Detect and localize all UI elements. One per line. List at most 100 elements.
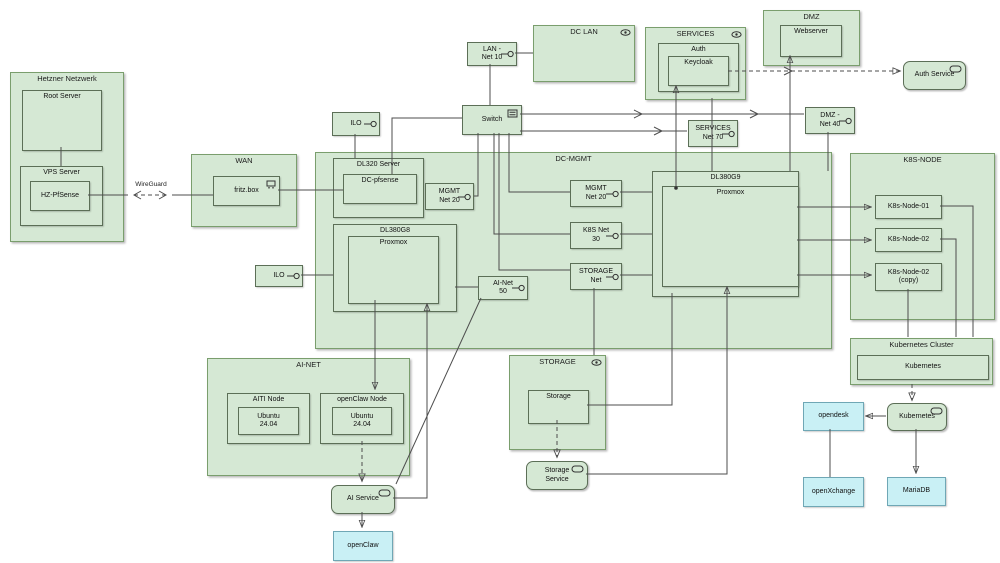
node-label: K8S Net 30 — [582, 227, 610, 243]
eye-icon — [620, 29, 631, 36]
container-title: Hetzner Netzwerk — [37, 74, 97, 83]
node-ilo-dl320[interactable]: ILO — [332, 112, 380, 136]
node-label: DC-pfsense — [361, 177, 399, 184]
node-ai-service[interactable]: AI Service — [331, 485, 395, 514]
node-label: Auth Service — [914, 71, 955, 79]
service-icon — [949, 65, 962, 73]
node-label: openClaw — [347, 541, 379, 549]
node-label: AI Service — [347, 495, 379, 503]
container-dc-lan[interactable]: DC LAN — [533, 25, 635, 82]
node-label: SERVICES Net 70 — [695, 125, 731, 141]
container-title: Kubernetes Cluster — [889, 340, 954, 349]
node-label: LAN - Net 10 — [481, 45, 503, 61]
node-label: Auth — [691, 46, 706, 53]
node-label: Proxmox — [379, 239, 408, 246]
node-label: K8s-Node-02 — [887, 235, 930, 243]
node-label: Kubernetes — [899, 412, 935, 420]
node-k8s-node-02[interactable]: K8s-Node-02 — [875, 228, 942, 252]
node-label: Ubuntu 24.04 — [257, 412, 280, 428]
node-label: Storage Service — [544, 467, 570, 483]
node-label: DMZ - Net 40 — [819, 112, 841, 128]
node-dc-pfsense[interactable]: DC-pfsense — [343, 174, 417, 204]
node-auth-service[interactable]: Auth Service — [903, 61, 966, 90]
node-label: Switch — [481, 115, 503, 123]
node-label: opendesk — [818, 412, 849, 420]
key-icon — [364, 120, 377, 129]
key-icon — [606, 272, 619, 281]
node-hz-pfsense[interactable]: HZ-PfSense — [30, 181, 90, 211]
key-icon — [606, 231, 619, 240]
container-title: DMZ — [803, 12, 820, 21]
key-icon — [287, 272, 300, 281]
router-icon — [266, 180, 276, 189]
node-opendesk[interactable]: opendesk — [803, 402, 864, 431]
node-webserver[interactable]: Webserver — [780, 25, 842, 57]
node-kubernetes-service[interactable]: Kubernetes — [887, 403, 947, 431]
container-title: SERVICES — [676, 29, 715, 38]
node-mgmt-net-20-left[interactable]: MGMT Net 20 — [425, 183, 474, 210]
service-icon — [930, 407, 943, 415]
key-icon — [839, 116, 852, 125]
key-icon — [501, 50, 514, 59]
node-k8s-node-01[interactable]: K8s-Node-01 — [875, 195, 942, 219]
container-title: K8S-NODE — [903, 155, 942, 164]
key-icon — [606, 189, 619, 198]
node-switch[interactable]: Switch — [462, 105, 522, 135]
service-icon — [571, 465, 584, 473]
node-k8s-node-02-copy[interactable]: K8s-Node-02 (copy) — [875, 263, 942, 291]
eye-icon — [591, 359, 602, 366]
node-keycloak[interactable]: Keycloak — [668, 56, 729, 86]
node-label: STORAGE Net — [578, 268, 614, 284]
node-ubuntu-openclaw[interactable]: Ubuntu 24.04 — [332, 407, 392, 435]
node-label: MGMT Net 20 — [438, 188, 461, 204]
node-storage-box[interactable]: Storage — [528, 390, 589, 424]
node-storage-service[interactable]: Storage Service — [526, 461, 588, 490]
node-label: MariaDB — [902, 487, 931, 495]
node-mgmt-net-20-right[interactable]: MGMT Net 20 — [570, 180, 622, 207]
node-label: DL380G9 — [710, 174, 741, 181]
node-label: AITI Node — [252, 396, 285, 403]
switch-icon — [507, 109, 518, 118]
node-openxchange[interactable]: openXchange — [803, 477, 864, 507]
node-label: HZ-PfSense — [40, 191, 80, 199]
node-label: AI-Net 50 — [493, 279, 513, 295]
key-icon — [458, 192, 471, 201]
node-label: Webserver — [794, 28, 828, 35]
node-label: openXchange — [811, 487, 856, 495]
node-label: K8s-Node-01 — [887, 202, 930, 210]
node-services-net-70[interactable]: SERVICES Net 70 — [688, 120, 738, 147]
node-label: ILO — [273, 271, 285, 279]
node-mariadb[interactable]: MariaDB — [887, 477, 946, 506]
node-ubuntu-aiti[interactable]: Ubuntu 24.04 — [238, 407, 299, 435]
node-kubernetes-box[interactable]: Kubernetes — [857, 355, 989, 380]
node-label: openClaw Node — [337, 396, 387, 403]
container-title: STORAGE — [539, 357, 576, 366]
node-label: MGMT Net 20 — [585, 185, 607, 201]
node-fritzbox[interactable]: fritz.box — [213, 176, 280, 206]
node-label: DL320 Server — [356, 161, 401, 168]
node-proxmox-dl380g9[interactable]: Proxmox — [662, 186, 799, 287]
container-title: DC LAN — [570, 27, 598, 36]
service-icon — [378, 489, 391, 497]
node-root-server[interactable]: Root Server — [22, 90, 102, 151]
key-icon — [512, 284, 525, 293]
node-ilo-dl380g8[interactable]: ILO — [255, 265, 303, 287]
container-title: DC-MGMT — [555, 154, 592, 163]
node-storage-net[interactable]: STORAGE Net — [570, 263, 622, 290]
node-proxmox-dl380g8[interactable]: Proxmox — [348, 236, 439, 304]
node-dmz-net-40[interactable]: DMZ - Net 40 — [805, 107, 855, 134]
node-label: VPS Server — [43, 169, 80, 176]
eye-icon — [731, 31, 742, 38]
node-label: K8s-Node-02 (copy) — [887, 268, 930, 284]
node-ai-net-50[interactable]: AI-Net 50 — [478, 276, 528, 300]
node-label: Kubernetes — [905, 363, 941, 371]
node-label: DL380G8 — [380, 227, 410, 234]
key-icon — [722, 129, 735, 138]
node-k8s-net-30[interactable]: K8S Net 30 — [570, 222, 622, 249]
node-label: Storage — [546, 393, 571, 400]
node-openclaw-app[interactable]: openClaw — [333, 531, 393, 561]
node-label: Ubuntu 24.04 — [350, 412, 374, 428]
node-lan-net-10[interactable]: LAN - Net 10 — [467, 42, 517, 66]
